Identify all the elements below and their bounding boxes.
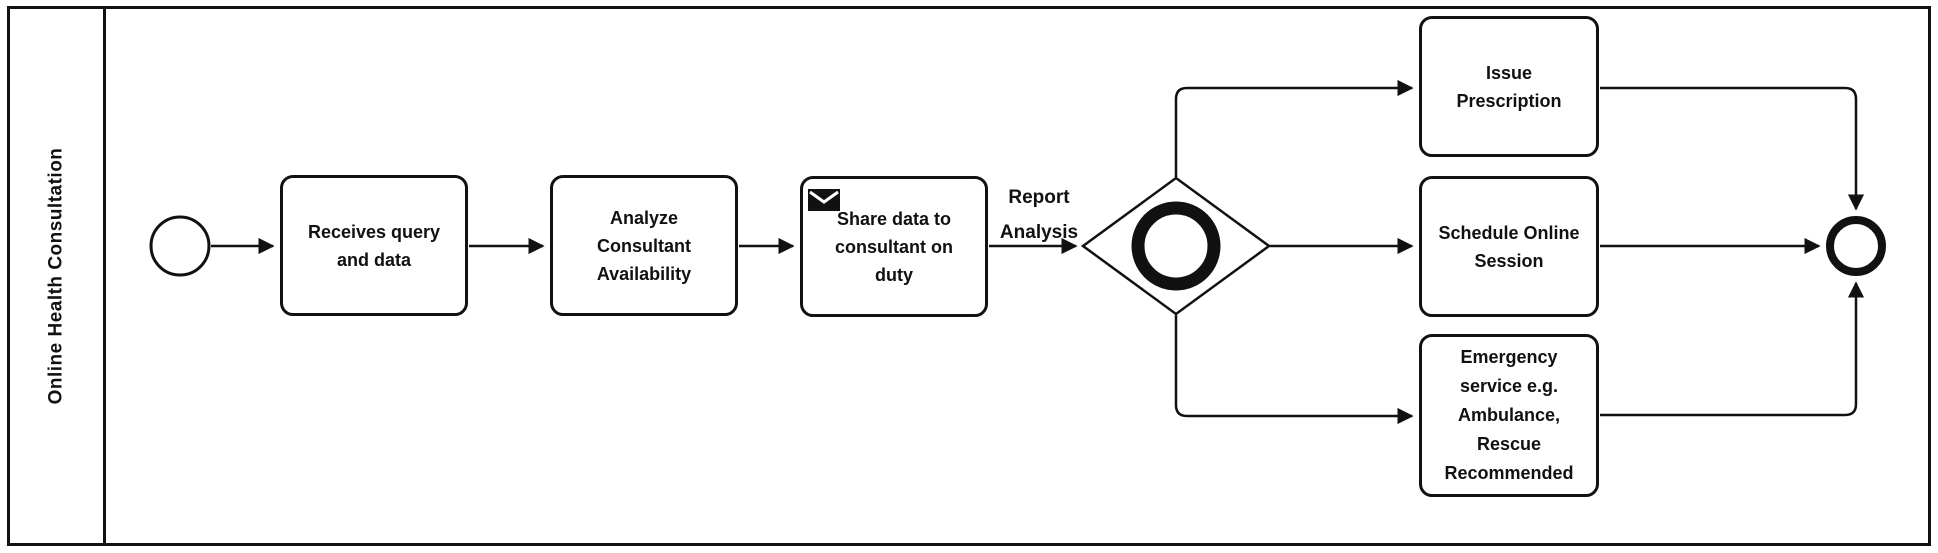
task-schedule-session: Schedule Online Session — [1419, 176, 1599, 317]
task-analyze-availability: Analyze Consultant Availability — [550, 175, 738, 316]
task-share-data: Share data to consultant on duty — [800, 176, 988, 317]
flow-label-report-analysis: Report Analysis — [999, 187, 1079, 243]
task-receives-query: Receives query and data — [280, 175, 468, 316]
task-emergency-service: Emergency service e.g. Ambulance, Rescue… — [1419, 334, 1599, 497]
flow-gateway-to-emergency — [1174, 315, 1414, 425]
task-label: Schedule Online Session — [1438, 222, 1580, 271]
task-label: Emergency service e.g. Ambulance, Rescue… — [1444, 347, 1574, 483]
inclusive-gateway-ring-icon — [1131, 201, 1221, 291]
task-label: Share data to consultant on duty — [835, 208, 953, 285]
flow-gateway-to-prescription — [1174, 79, 1414, 177]
inclusive-gateway-diamond — [1080, 176, 1272, 316]
flow-emergency-to-end — [1600, 281, 1865, 417]
task-label: Issue Prescription — [1456, 62, 1562, 111]
message-envelope-icon — [808, 189, 840, 211]
lane-divider — [103, 6, 106, 546]
task-label: Receives query and data — [307, 221, 441, 270]
start-event-circle — [149, 215, 211, 277]
task-issue-prescription: Issue Prescription — [1419, 16, 1599, 157]
flow-prescription-to-end — [1600, 86, 1865, 211]
pool-border — [7, 6, 1931, 546]
task-label: Analyze Consultant Availability — [596, 207, 692, 284]
end-event-circle — [1826, 216, 1886, 276]
